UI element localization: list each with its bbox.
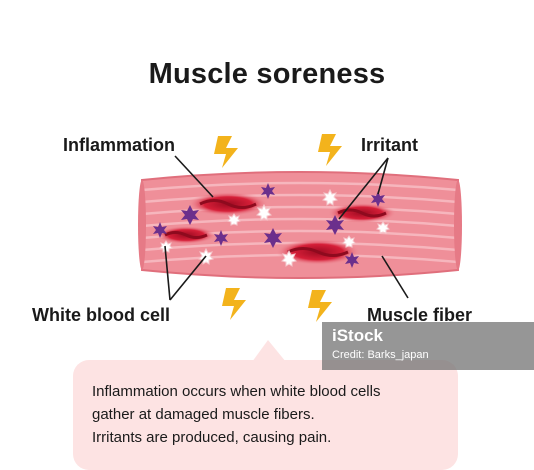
- irritant-particle-icon: [214, 230, 228, 246]
- irritant-particle-icon: [371, 191, 385, 207]
- wound-tear: [199, 199, 257, 209]
- lightning-icon: [214, 136, 238, 168]
- white-blood-cell-icon: [376, 221, 390, 234]
- muscle-fiber-pointer: [381, 255, 409, 299]
- white-blood-cell-pointer: [164, 245, 171, 301]
- watermark-brand: iStock: [332, 326, 384, 345]
- white-blood-cell-icon: [256, 203, 272, 221]
- wound-tear: [164, 231, 208, 239]
- irritant-particle-icon: [326, 215, 344, 235]
- callout-line: Inflammation occurs when white blood cel…: [92, 383, 381, 400]
- irritant-particle-icon: [153, 222, 167, 238]
- lightning-icon: [318, 134, 342, 166]
- watermark-credit: Credit: Barks_japan: [332, 349, 429, 361]
- irritant-pointer: [377, 157, 389, 195]
- pain-lightning: [214, 134, 342, 322]
- inflammation-pointer: [174, 155, 214, 198]
- callout-line: Irritants are produced, causing pain.: [92, 429, 332, 446]
- white-blood-cell-icon: [281, 249, 297, 267]
- irritant-particle-icon: [181, 205, 199, 225]
- white-blood-cell-pointer: [169, 255, 207, 301]
- white-blood-cells: [159, 188, 390, 267]
- white-blood-cell-icon: [342, 235, 356, 248]
- lightning-icon: [222, 288, 246, 320]
- label-muscle-fiber: Muscle fiber: [367, 305, 473, 325]
- irritant-particles: [153, 183, 385, 268]
- lightning-icon: [308, 290, 332, 322]
- white-blood-cell-icon: [322, 188, 338, 206]
- pointer-lines: [164, 155, 409, 301]
- irritant-pointer: [338, 157, 389, 220]
- callout-line: gather at damaged muscle fibers.: [92, 406, 315, 423]
- callout-text: Inflammation occurs when white blood cel…: [92, 380, 452, 449]
- irritant-particle-icon: [261, 183, 275, 199]
- callout-box: [73, 360, 458, 470]
- page-title: Muscle soreness: [148, 58, 386, 90]
- stock-watermark: iStock Credit: Barks_japan: [322, 322, 534, 370]
- label-inflammation: Inflammation: [63, 135, 176, 155]
- muscle-fiber-stripes: [142, 181, 458, 264]
- label-irritant: Irritant: [361, 135, 419, 155]
- label-white-blood-cell: White blood cell: [32, 305, 170, 325]
- irritant-particle-icon: [345, 252, 359, 268]
- white-blood-cell-icon: [227, 213, 241, 226]
- irritant-particle-icon: [264, 228, 282, 248]
- callout-tail: [252, 340, 286, 362]
- wound-tear: [287, 247, 349, 257]
